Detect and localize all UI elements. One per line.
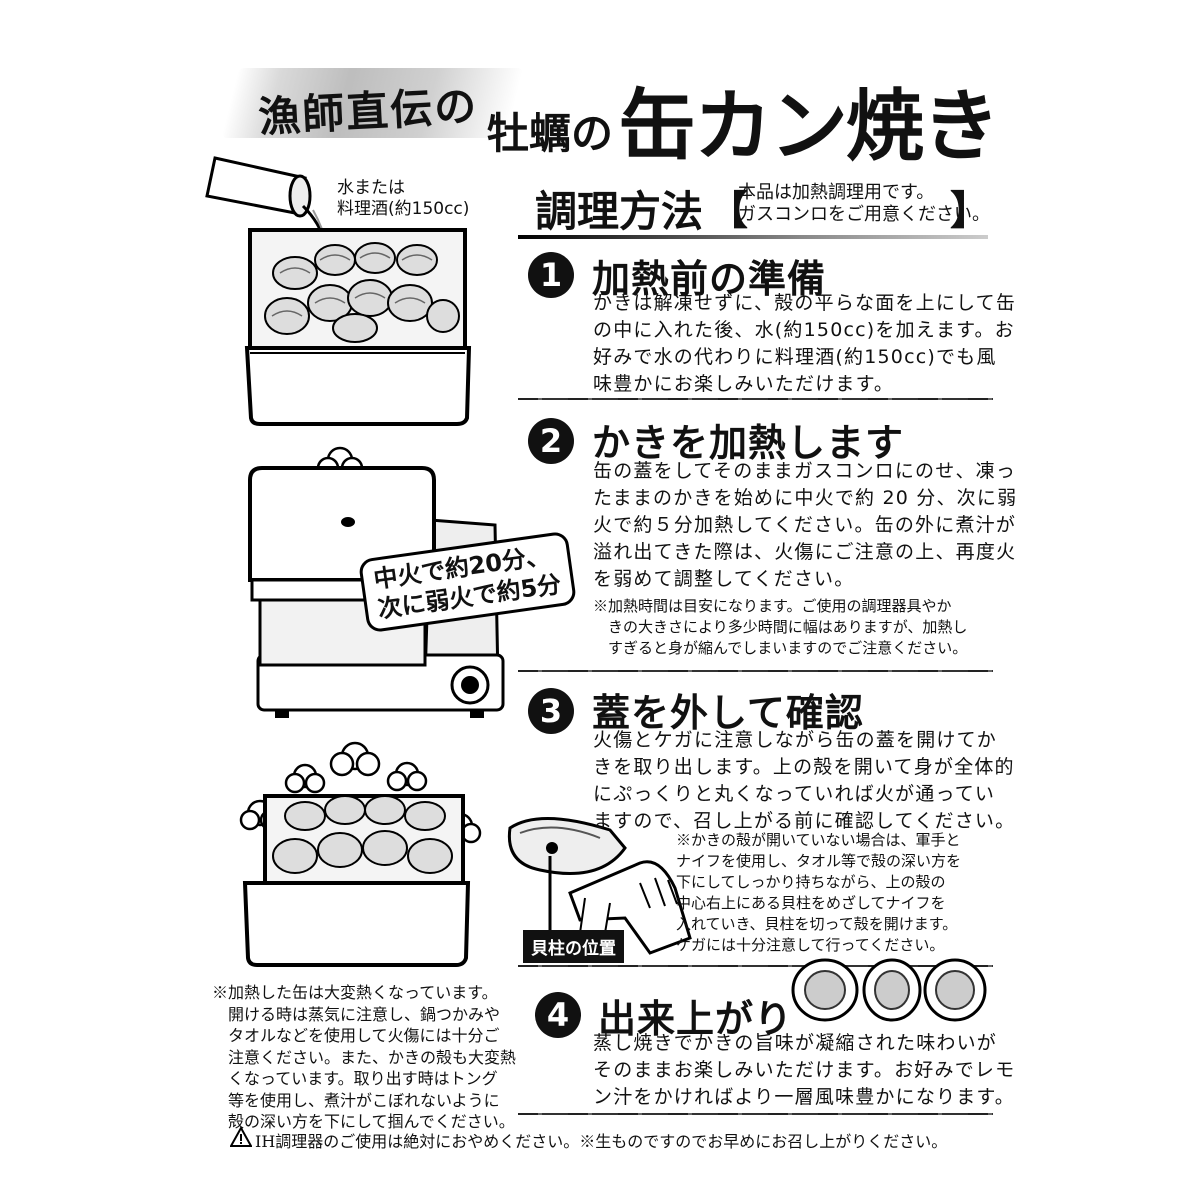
method-note-line2: ガスコンロをご用意ください。 [738, 204, 990, 225]
water-label-line1: 水または [337, 178, 405, 198]
adductor-position-label: 貝柱の位置 [523, 930, 624, 963]
step3-note-line: 入れていき、貝柱を切って殻を開けます。 [676, 915, 958, 933]
step3-note-line: ナイフを使用し、タオル等で殻の深い方を [676, 852, 962, 870]
step3-line: ますので、召し上がる前に確認してください。 [593, 810, 1016, 832]
steaming-can-illustration [239, 741, 482, 967]
step2-line: 溢れ出てきた際は、火傷にご注意の上、再度火 [593, 541, 1017, 563]
footer-warning: IH調理器のご使用は絶対におやめください。※生ものですのでお早めにお召し上がりく… [255, 1132, 948, 1151]
step2-divider [518, 670, 993, 672]
caution-left: ※加熱した缶は大変熱くなっています。 開ける時は蒸気に注意し、鍋つかみや タオル… [212, 982, 516, 1133]
step1-body: かきは解凍せずに、殻の平らな面を上にして缶 の中に入れた後、水(約150cc)を… [593, 290, 1016, 398]
step2-line: 火で約５分加熱してください。缶の外に煮汁が [593, 514, 1017, 536]
can-with-oysters-illustration [205, 156, 472, 426]
step3-note-line: ※かきの殻が開いていない場合は、軍手と [676, 831, 961, 849]
step3-note-line: 下にしてしっかり持ちながら、上の殻の [676, 873, 946, 891]
method-bracket-close: 】 [950, 188, 990, 234]
caution-line: 等を使用し、煮汁がこぼれないように [228, 1090, 500, 1110]
step4-number-badge: 4 [535, 992, 581, 1038]
step4-title: 出来上がり [598, 997, 794, 1041]
step1-line: の中に入れた後、水(約150cc)を加えます。お [593, 319, 1015, 341]
step2-note-line: ※加熱時間は目安になります。ご使用の調理器具やか [593, 597, 952, 615]
caution-line: ※加熱した缶は大変熱くなっています。 [212, 983, 498, 1002]
step2-line: たままのかきを始めに中火で約 20 分、次に弱 [593, 487, 1018, 509]
step1-divider [518, 398, 993, 400]
step2-title: かきを加熱します [592, 421, 905, 465]
caution-line: くなっています。取り出す時はトング [228, 1069, 498, 1088]
water-label: 水または 料理酒(約150cc) [337, 178, 469, 220]
header-title-part2: 缶カン焼き [618, 81, 1000, 172]
step2-line: を弱めて調整してください。 [593, 568, 855, 590]
method-note-line1: 本品は加熱調理用です。 [738, 182, 935, 203]
water-label-line2: 料理酒(約150cc) [337, 199, 470, 219]
step1-title: 加熱前の準備 [592, 257, 827, 301]
step3-note: ※かきの殻が開いていない場合は、軍手と ナイフを使用し、タオル等で殻の深い方を … [676, 830, 961, 956]
step2-number-badge: 2 [528, 418, 574, 464]
step3-note-line: 中心右上にある貝柱をめざしてナイフを [676, 894, 946, 912]
caution-line: タオルなどを使用して火傷には十分ご [228, 1026, 500, 1045]
step3-note-line: ケガには十分注意して行ってください。 [676, 936, 945, 954]
step3-title: 蓋を外して確認 [592, 691, 864, 735]
caution-line: 殻の深い方を下にして掴んでください。 [228, 1112, 515, 1131]
method-title: 調理方法 [535, 187, 704, 236]
step3-body: 火傷とケガに注意しながら缶の蓋を開けてか きを取り出します。上の殻を開いて身が全… [593, 727, 1015, 835]
step1-line: 好みで水の代わりに料理酒(約150cc)でも風 [593, 346, 997, 368]
step3-line: にぷっくりと丸くなっていれば火が通ってい [593, 783, 996, 805]
step2-note: ※加熱時間は目安になります。ご使用の調理器具やか きの大きさにより多少時間に幅は… [593, 596, 967, 659]
step1-number-badge: 1 [528, 252, 574, 298]
step4-line: ン汁をかければより一層風味豊かになります。 [593, 1086, 1015, 1108]
step4-line: 蒸し焼きでかきの旨味が凝縮された味わいが [593, 1032, 998, 1054]
step2-note-line: すぎると身が縮んでしまいますのでご注意ください。 [593, 639, 968, 657]
step3-line: 火傷とケガに注意しながら缶の蓋を開けてか [593, 729, 998, 751]
step3-number-badge: 3 [528, 688, 574, 734]
step2-line: 缶の蓋をしてそのままガスコンロにのせ、凍っ [593, 460, 1017, 482]
method-bracket-open: 【 [708, 188, 748, 234]
method-note: 本品は加熱調理用です。 ガスコンロをご用意ください。 [738, 182, 990, 226]
header-subtitle: 漁師直伝の [257, 81, 480, 142]
step4-line: そのままお楽しみいただけます。お好みでレモ [593, 1059, 1016, 1081]
hand-opening-oyster-illustration [507, 816, 692, 955]
method-divider [518, 235, 988, 239]
header-title-part1: 牡蠣の [487, 109, 614, 158]
warning-icon [230, 1127, 252, 1147]
step3-divider [518, 965, 993, 967]
step3-line: きを取り出します。上の殻を開いて身が全体的 [593, 756, 1015, 778]
step2-body: 缶の蓋をしてそのままガスコンロにのせ、凍っ たままのかきを始めに中火で約 20 … [593, 458, 1017, 593]
step4-body: 蒸し焼きでかきの旨味が凝縮された味わいが そのままお楽しみいただけます。お好みで… [593, 1030, 1015, 1111]
step4-divider [518, 1113, 993, 1115]
finished-oysters-illustration [791, 958, 987, 1022]
step2-note-line: きの大きさにより多少時間に幅はありますが、加熱し [593, 618, 968, 636]
step1-line: 味豊かにお楽しみいただけます。 [593, 373, 895, 395]
step1-line: かきは解凍せずに、殻の平らな面を上にして缶 [593, 292, 1017, 314]
caution-line: 注意ください。また、かきの殻も大変熱 [228, 1047, 517, 1067]
caution-line: 開ける時は蒸気に注意し、鍋つかみや [228, 1004, 501, 1024]
